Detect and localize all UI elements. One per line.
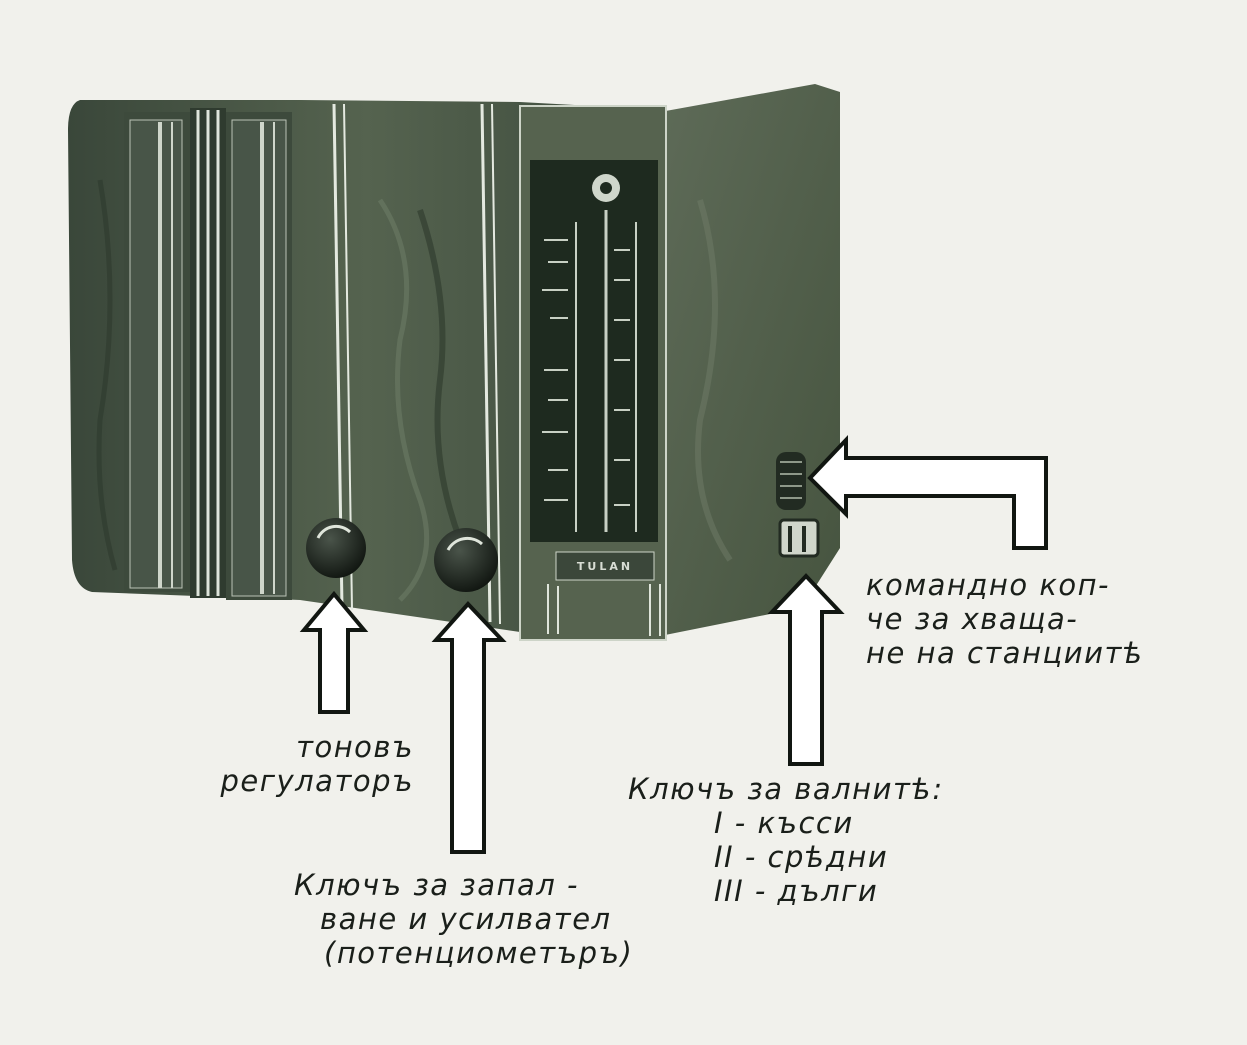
label-tone-regulator: тоновъ регулаторъ (186, 730, 414, 798)
dial-window (530, 160, 658, 542)
label-wave-switch: Ключъ за валнитѣ: I - късси II - срѣдни … (628, 772, 944, 908)
label-command-knob: командно коп- че за хваща- не на станции… (866, 568, 1144, 670)
trim-line (480, 103, 492, 623)
tuning-arrow (807, 434, 1048, 550)
trim-line (491, 103, 501, 625)
callout-arrows (299, 434, 1048, 854)
label-line: I - късси (714, 806, 854, 840)
tone-arrow (299, 590, 369, 714)
wave-arrow (767, 573, 845, 766)
label-line: Ключъ за запал - (294, 868, 579, 902)
speaker-grille-left (124, 112, 190, 592)
speaker-grille-middle (190, 108, 226, 598)
speaker-grille-right (226, 112, 292, 600)
label-line: III - дълги (714, 874, 879, 908)
brand-name: TULAN (576, 560, 634, 573)
radio-cabinet (68, 84, 840, 641)
wood-grain (695, 199, 733, 562)
label-line: тоновъ (296, 730, 414, 764)
label-power-switch: Ключъ за запал - ване и усилвател (потен… (294, 868, 633, 970)
brand-plate (555, 551, 655, 581)
label-line: Ключъ за валнитѣ: (628, 772, 944, 806)
wood-grain (96, 179, 118, 571)
tuning-knob[interactable] (776, 452, 806, 510)
wood-grain (417, 209, 463, 542)
wave-switch[interactable] (778, 518, 820, 558)
label-line: регулаторъ (220, 764, 414, 798)
power-arrow (431, 601, 507, 854)
wood-grain (377, 198, 430, 602)
label-line: не на станциитѣ (866, 636, 1144, 670)
label-line: командно коп- (866, 568, 1111, 602)
dial-ticks (542, 239, 630, 506)
label-line: че за хваща- (866, 602, 1079, 636)
label-line: ване и усилвател (320, 902, 612, 936)
label-line: (потенциометъръ) (324, 936, 634, 970)
label-line: II - срѣдни (714, 840, 889, 874)
brand-plate-stripes (547, 584, 661, 636)
